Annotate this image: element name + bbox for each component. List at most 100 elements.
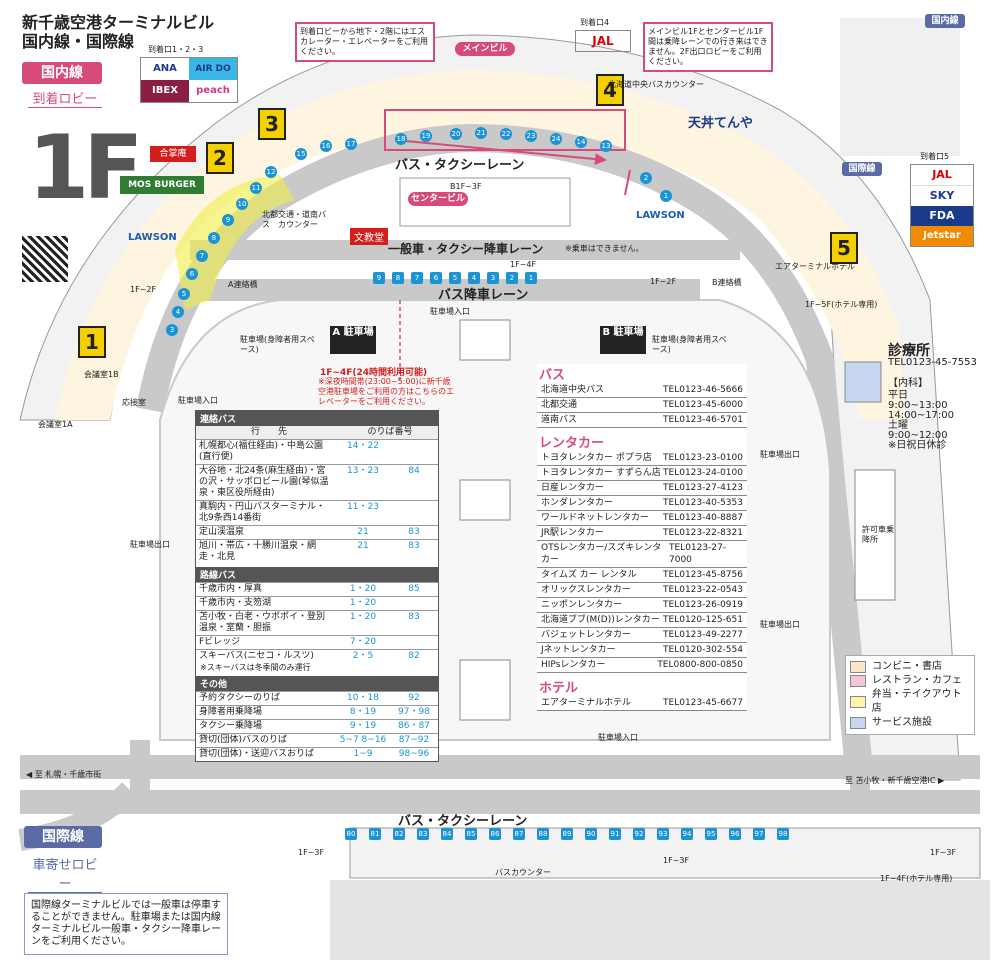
curve-stop-7: 7 bbox=[196, 250, 208, 262]
rental-tel[interactable]: TEL0123-23-0100 bbox=[663, 453, 743, 463]
allowed-car-station: 許可車乗降所 bbox=[862, 525, 894, 544]
legend: コンビニ・書店レストラン・カフェ弁当・テイクアウト店サービス施設 bbox=[845, 655, 975, 735]
stop-5: 5 bbox=[449, 272, 461, 284]
ana-logo: ANA bbox=[153, 63, 177, 74]
parking-a-sign[interactable]: A 駐車場 bbox=[330, 326, 376, 354]
curve-stop-13: 13 bbox=[600, 140, 612, 152]
rental-name: 日産レンタカー bbox=[541, 483, 605, 493]
to-sapporo: ◀ 至 札幌・千歳市街 bbox=[26, 770, 102, 779]
hotel-phone-row: エアターミナルホテル TEL0123-45-6677 bbox=[537, 696, 747, 711]
other-intl-stop: 92 bbox=[408, 693, 420, 703]
international-top-label: 国際線 bbox=[842, 162, 882, 176]
other-domestic-stop: 1~9 bbox=[353, 749, 373, 759]
night-elevator-note: ※深夜時間帯(23:00~5:00)に新千歳空港駐車場をご利用の方はこちらのエレ… bbox=[318, 377, 454, 406]
bus-name: 北都交通 bbox=[541, 400, 578, 410]
express-domestic-stop: 21 bbox=[357, 527, 369, 537]
general-lane-stops: 9 8 7 6 5 4 3 2 1 bbox=[373, 272, 537, 284]
curve-stop-19: 19 bbox=[420, 130, 432, 142]
express-destination: 旭川・帯広・十勝川温泉・網走・北見 bbox=[199, 541, 317, 562]
qr-code[interactable] bbox=[22, 236, 68, 282]
express-column-head: 行 先 のりば番号 bbox=[196, 426, 438, 439]
rental-tel[interactable]: TEL0123-26-0919 bbox=[663, 600, 743, 610]
international-note: 国際線ターミナルビルでは一般車は停車することができません。駐車場または国内線ター… bbox=[24, 893, 228, 955]
rental-tel[interactable]: TEL0123-40-5353 bbox=[663, 498, 743, 508]
gate-3[interactable]: 3 bbox=[258, 108, 286, 140]
rental-tel[interactable]: TEL0123-22-0543 bbox=[663, 585, 743, 595]
curve-stop-11: 11 bbox=[250, 182, 262, 194]
bus-tel[interactable]: TEL0123-45-6000 bbox=[663, 400, 743, 410]
bus-tel[interactable]: TEL0123-46-5701 bbox=[663, 415, 743, 425]
stop-6: 6 bbox=[430, 272, 442, 284]
other-destination: 予約タクシーのりば bbox=[199, 693, 281, 703]
express-destination: 定山渓温泉 bbox=[199, 527, 245, 537]
airdo-logo: AIR DO bbox=[189, 58, 237, 80]
bus-name: 北海道中央バス bbox=[541, 385, 605, 395]
intl-stop-80: 80 bbox=[345, 828, 357, 840]
rental-tel[interactable]: TEL0123-27-4123 bbox=[663, 483, 743, 493]
gate-5[interactable]: 5 bbox=[830, 232, 858, 264]
local-destination: 千歳市内・支笏湖 bbox=[199, 598, 272, 608]
express-destination: 大谷地・北24条(麻生経由)・宮の沢・サッポロビール園(琴似温泉・東区役所経由) bbox=[199, 466, 329, 498]
hotel-only-floor: 1F~5F(ホテル専用) bbox=[805, 300, 878, 309]
hotel-heading: ホテル bbox=[539, 681, 579, 696]
other-head: その他 bbox=[196, 676, 438, 691]
other-domestic-stop: 9・19 bbox=[349, 721, 377, 731]
hokuto-bus-label: 北都交通・道南バス bbox=[262, 210, 326, 229]
bus-lane-label: バス降車レーン bbox=[438, 288, 529, 303]
curve-stop-20: 20 bbox=[450, 128, 462, 140]
rental-tel[interactable]: TEL0120-302-554 bbox=[663, 645, 743, 655]
intl-floor-left: 1F~3F bbox=[298, 848, 325, 857]
gate-4[interactable]: 4 bbox=[596, 74, 624, 106]
rental-name: トヨタレンタカー ポプラ店 bbox=[541, 453, 652, 463]
other-intl-stop: 98~96 bbox=[398, 749, 430, 759]
legend-label: レストラン・カフェ bbox=[872, 675, 962, 686]
parking-entry-bottom2: 駐車場入口 bbox=[598, 733, 638, 742]
express-domestic-stop: 13・23 bbox=[347, 466, 379, 476]
rental-tel[interactable]: TEL0123-27-7000 bbox=[669, 543, 727, 565]
gate-1[interactable]: 1 bbox=[78, 326, 106, 358]
other-domestic-stop: 8・19 bbox=[349, 707, 377, 717]
express-intl-stop bbox=[390, 501, 438, 525]
b-bridge-label: B連絡橋 bbox=[712, 278, 742, 287]
rental-name: Jネットレンタカー bbox=[541, 645, 616, 655]
local-domestic-stop: 1・20 bbox=[349, 584, 377, 594]
hotel-tel[interactable]: TEL0123-45-6677 bbox=[663, 698, 743, 708]
intl-stop-95: 95 bbox=[705, 828, 717, 840]
bus-heading: バス bbox=[539, 368, 566, 383]
local-head: 路線バス bbox=[196, 567, 438, 582]
arrival-gate-4-label: 到着口4 bbox=[580, 18, 610, 27]
local-domestic-stop: 1・20 bbox=[349, 612, 377, 622]
rental-tel[interactable]: TEL0120-125-651 bbox=[663, 615, 743, 625]
domestic-top-label: 国内線 bbox=[925, 14, 965, 28]
rental-tel[interactable]: TEL0800-800-0850 bbox=[657, 660, 743, 670]
rental-tel[interactable]: TEL0123-45-8756 bbox=[663, 570, 743, 580]
rental-tel[interactable]: TEL0123-40-8887 bbox=[663, 513, 743, 523]
other-destination: 貸切(団体)バスのりば bbox=[199, 735, 288, 745]
hokkaido-chuo-bus-counter: 北海道中央バスカウンター bbox=[608, 80, 704, 89]
bus-timetable: 連絡バス 行 先 のりば番号 札幌都心(福住経由)・中島公園(直行便)14・22… bbox=[195, 410, 439, 762]
rental-tel[interactable]: TEL0123-24-0100 bbox=[663, 468, 743, 478]
parking-b-sign[interactable]: B 駐車場 bbox=[600, 326, 646, 354]
express-domestic-stop: 14・22 bbox=[347, 441, 379, 451]
airterminal-hotel-label: エアターミナルホテル bbox=[775, 262, 855, 271]
legend-label: サービス施設 bbox=[872, 717, 932, 728]
gate-2[interactable]: 2 bbox=[206, 142, 234, 174]
jetstar-logo: Jetstar bbox=[911, 226, 973, 246]
rental-tel[interactable]: TEL0123-49-2277 bbox=[663, 630, 743, 640]
bus-tel[interactable]: TEL0123-46-5666 bbox=[663, 385, 743, 395]
other-row: 貸切(団体)・送迎バスおりば 1~9 98~96 bbox=[196, 747, 438, 761]
rental-phone-row: 日産レンタカー TEL0123-27-4123 bbox=[537, 481, 747, 496]
rental-tel[interactable]: TEL0123-22-8321 bbox=[663, 528, 743, 538]
hotel-name: エアターミナルホテル bbox=[541, 698, 632, 708]
intl-stop-87: 87 bbox=[513, 828, 525, 840]
other-destination: 貸切(団体)・送迎バスおりば bbox=[199, 749, 315, 759]
floor-1f-4f-center: 1F~4F bbox=[510, 260, 537, 269]
